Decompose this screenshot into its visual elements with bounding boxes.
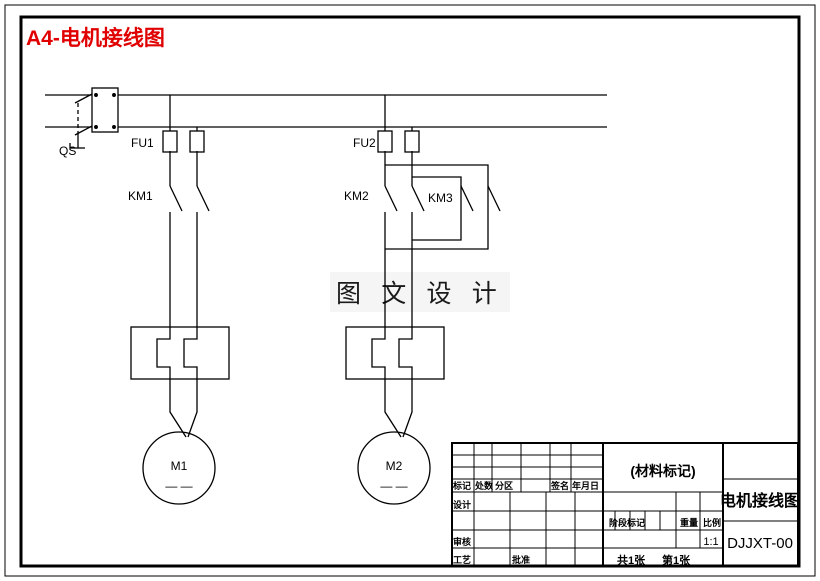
motor-m2-label: M2 <box>386 459 403 473</box>
revision-grid <box>452 443 603 493</box>
role-grid <box>452 492 603 566</box>
thermal-relay-m2 <box>345 326 445 380</box>
watermark-text: 图 文 设 计 <box>330 272 510 312</box>
qs-label: QS <box>59 144 76 158</box>
km3-label: KM3 <box>428 191 453 205</box>
motor-m2 <box>357 431 431 505</box>
material-stage-grid <box>603 491 723 549</box>
motor-m2-phase-symbol: — — <box>380 479 407 493</box>
motor-m1-label: M1 <box>171 459 188 473</box>
page-title: A4-电机接线图 <box>26 27 165 50</box>
label-scale: 比例 <box>703 517 721 528</box>
fu1-label: FU1 <box>131 136 154 150</box>
drawing-info-grid <box>723 478 798 522</box>
km3-branch-loop <box>385 164 501 250</box>
outer-border <box>4 4 816 577</box>
thermal-relay-m1 <box>130 326 230 380</box>
left-branch-conductors <box>169 95 198 327</box>
km2-label: KM2 <box>344 189 369 203</box>
label-process: 工艺 <box>453 554 471 565</box>
label-zone: 分区 <box>495 480 513 491</box>
drawing-code: DJJXT-00 <box>727 535 793 552</box>
label-stage: 阶段标记 <box>609 517 645 528</box>
motor-m1-phase-symbol: — — <box>165 479 192 493</box>
title-block <box>451 442 799 567</box>
right-branch-conductors <box>384 95 413 327</box>
label-signature: 签名 <box>550 480 569 491</box>
scale-value: 1:1 <box>703 536 718 548</box>
km1-label: KM1 <box>128 189 153 203</box>
motor-m1 <box>142 431 216 505</box>
qs-disconnect-switch <box>69 87 119 149</box>
label-weight: 重量 <box>680 517 698 528</box>
material-mark-value: (材料标记) <box>630 463 695 479</box>
power-bus <box>45 94 607 128</box>
motor-leads-m1 <box>169 379 198 438</box>
sheet-total: 共1张 <box>617 553 646 567</box>
title-block-text: 标记 处数 分区 签名 年月日 设计 审核 工艺 批准 (材料标记) 阶段标记 … <box>452 463 800 567</box>
label-mark: 标记 <box>452 480 471 491</box>
fu2-fuses <box>377 130 420 153</box>
label-design: 设计 <box>453 499 471 510</box>
km1-contacts <box>169 185 210 212</box>
drawing-name: 电机接线图 <box>720 491 800 510</box>
label-date: 年月日 <box>572 480 599 491</box>
fu2-label: FU2 <box>353 136 376 150</box>
label-approve: 批准 <box>512 554 530 565</box>
sheet-index: 第1张 <box>662 553 691 567</box>
label-count: 处数 <box>474 480 494 491</box>
inner-frame <box>19 15 801 568</box>
km2-contacts <box>384 185 425 212</box>
label-review: 审核 <box>453 536 471 547</box>
motor-leads-m2 <box>384 379 413 438</box>
fu1-fuses <box>162 130 205 153</box>
